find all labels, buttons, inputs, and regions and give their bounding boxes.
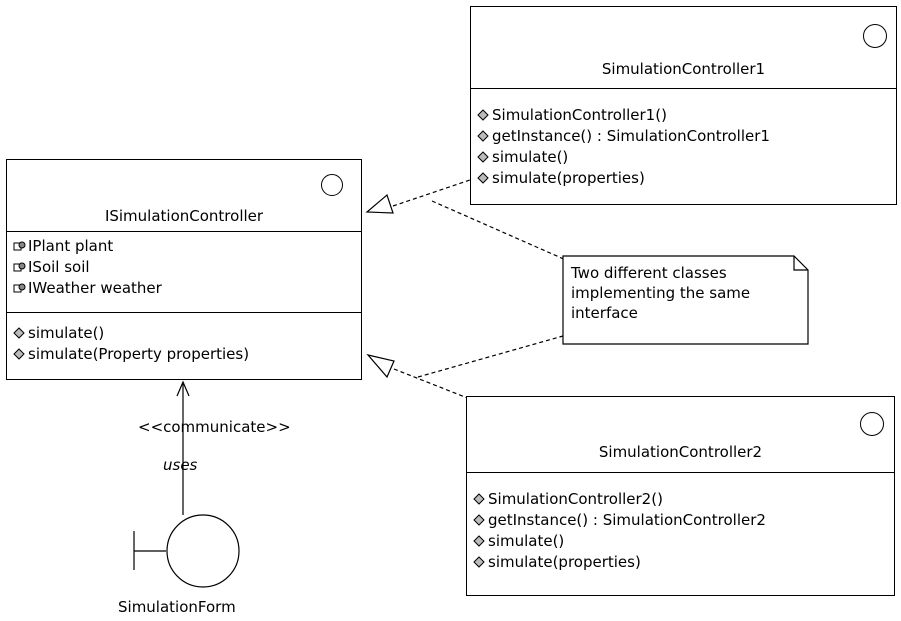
attribute-row: ISoil soil bbox=[13, 257, 355, 278]
dependency-role: uses bbox=[163, 456, 198, 474]
operation-row: simulate(properties) bbox=[477, 168, 890, 189]
realization-arrowhead-2 bbox=[366, 354, 395, 379]
boundary-circle bbox=[166, 514, 240, 588]
attribute-icon bbox=[13, 240, 26, 253]
operation-icon bbox=[477, 130, 490, 143]
class2-box[interactable]: SimulationController2 SimulationControll… bbox=[466, 396, 895, 596]
interface-circle-icon bbox=[321, 174, 343, 196]
note-anchor-line-1 bbox=[431, 200, 567, 261]
operation-icon bbox=[477, 151, 490, 164]
note-line: interface bbox=[571, 304, 638, 322]
class2-name: SimulationController2 bbox=[598, 443, 763, 461]
attribute-icon bbox=[13, 282, 26, 295]
interface-operations: simulate() simulate(Property properties) bbox=[7, 313, 361, 369]
operation-icon bbox=[13, 327, 26, 340]
note-text[interactable]: Two different classes implementing the s… bbox=[563, 257, 803, 345]
class1-box[interactable]: SimulationController1 SimulationControll… bbox=[470, 6, 897, 205]
operation-icon bbox=[473, 556, 486, 569]
note-shape bbox=[562, 255, 809, 345]
operation-row: simulate(properties) bbox=[473, 552, 888, 573]
attribute-row: IPlant plant bbox=[13, 236, 355, 257]
operation-row: simulate() bbox=[477, 147, 890, 168]
operation-row: simulate() bbox=[13, 323, 355, 344]
attribute-icon bbox=[13, 261, 26, 274]
class1-header: SimulationController1 bbox=[471, 7, 896, 89]
dependency-arrowhead bbox=[176, 380, 190, 397]
class2-circle-icon bbox=[860, 412, 884, 436]
operation-row: getInstance() : SimulationController1 bbox=[477, 126, 890, 147]
operation-row: simulate() bbox=[473, 531, 888, 552]
attribute-row: IWeather weather bbox=[13, 278, 355, 299]
interface-class-name: ISimulationController bbox=[104, 207, 264, 225]
note-anchor-line-2 bbox=[417, 335, 564, 378]
class2-operations: SimulationController2() getInstance() : … bbox=[467, 473, 894, 577]
class2-header: SimulationController2 bbox=[467, 397, 894, 473]
operation-icon bbox=[473, 535, 486, 548]
operation-icon bbox=[13, 348, 26, 361]
dependency-stereotype: <<communicate>> bbox=[138, 418, 291, 436]
interface-class-box[interactable]: ISimulationController IPlant plant ISoil… bbox=[6, 159, 362, 380]
interface-attributes: IPlant plant ISoil soil IWeather weather bbox=[7, 232, 361, 313]
realization-arrowhead-1 bbox=[365, 193, 394, 214]
realization-line-1 bbox=[392, 179, 471, 207]
operation-icon bbox=[473, 514, 486, 527]
operation-row: simulate(Property properties) bbox=[13, 344, 355, 365]
class1-circle-icon bbox=[863, 24, 887, 48]
operation-row: SimulationController2() bbox=[473, 489, 888, 510]
operation-icon bbox=[473, 493, 486, 506]
interface-class-header: ISimulationController bbox=[7, 160, 361, 232]
class1-operations: SimulationController1() getInstance() : … bbox=[471, 89, 896, 193]
operation-icon bbox=[477, 172, 490, 185]
class1-name: SimulationController1 bbox=[601, 60, 766, 78]
operation-row: SimulationController1() bbox=[477, 105, 890, 126]
note-line: implementing the same bbox=[571, 284, 751, 302]
operation-icon bbox=[477, 109, 490, 122]
operation-row: getInstance() : SimulationController2 bbox=[473, 510, 888, 531]
note-fold bbox=[793, 256, 808, 271]
boundary-name: SimulationForm bbox=[118, 598, 236, 616]
note-line: Two different classes bbox=[571, 264, 727, 282]
